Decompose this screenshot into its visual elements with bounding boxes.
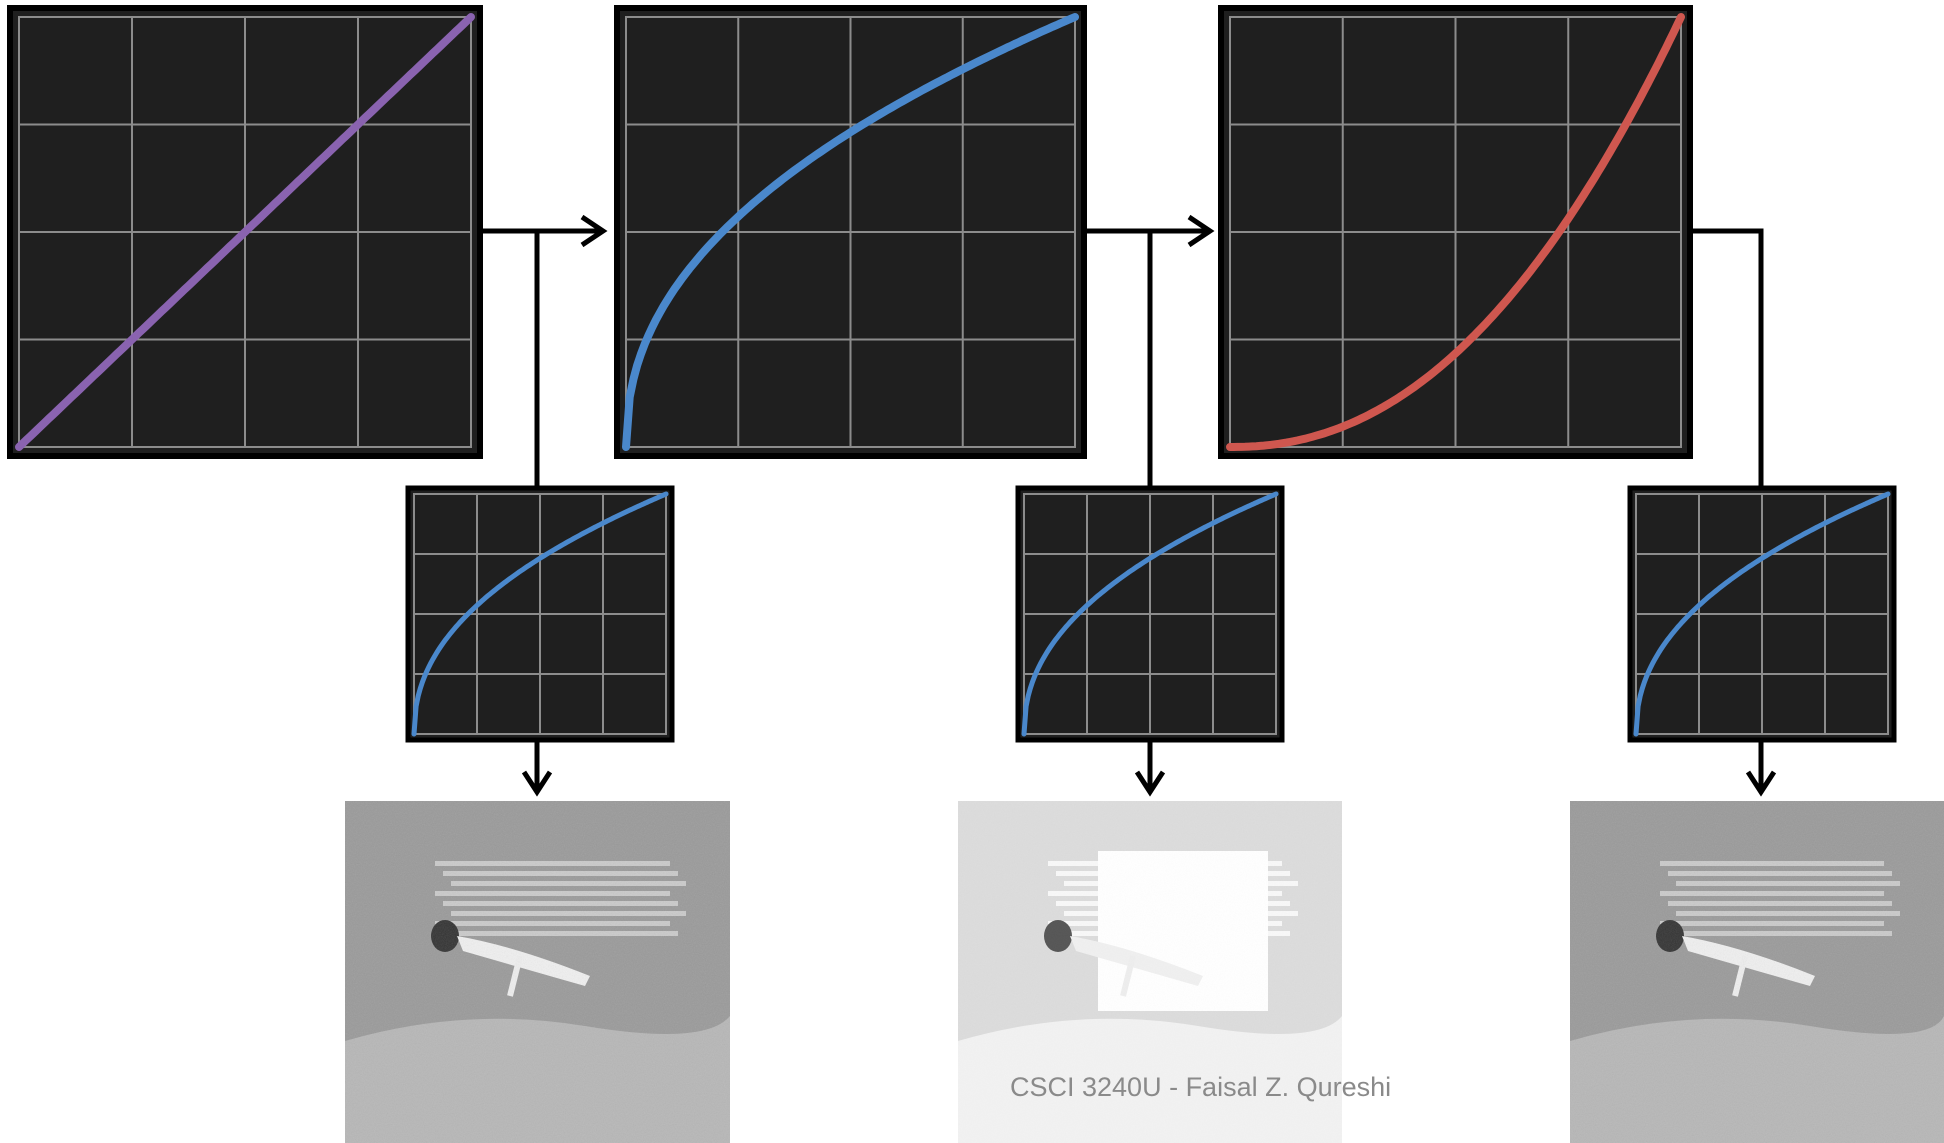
curve-series-line [1021, 491, 1279, 737]
arrowhead-plot2 [580, 214, 608, 248]
photo-1 [345, 801, 730, 1143]
curve-series-line [1633, 491, 1891, 737]
plot-inner-border [1229, 16, 1682, 448]
curve-plot-3 [1218, 5, 1693, 459]
plot-inner-border [413, 493, 667, 735]
photo-2 [958, 801, 1342, 1143]
curve-series-line [622, 13, 1079, 451]
photo-texture [958, 801, 1342, 1143]
curve-plot-2 [614, 5, 1087, 459]
curve-series-line [411, 491, 669, 737]
arrow-plot3-to-small3 [1693, 228, 1764, 490]
arrowhead-photo1 [521, 770, 553, 797]
plot-inner-border [1635, 493, 1889, 735]
curve-plot-1 [7, 5, 483, 459]
curve-plot-5 [1015, 485, 1285, 743]
photo-row [345, 801, 1944, 1143]
photo-texture [345, 801, 730, 1143]
curve-plots [7, 5, 1897, 743]
curve-series-line [1226, 13, 1685, 451]
footer-credit: CSCI 3240U - Faisal Z. Qureshi [1010, 1072, 1392, 1102]
arrowhead-photo3 [1745, 770, 1777, 797]
plot-inner-border [1023, 493, 1277, 735]
arrowhead-photo2 [1134, 770, 1166, 797]
plot-inner-border [18, 16, 472, 448]
plot-inner-border [625, 16, 1076, 448]
photo-3 [1570, 801, 1944, 1143]
photo-texture [1570, 801, 1944, 1143]
curve-plot-4 [405, 485, 675, 743]
arrowhead-plot3 [1187, 214, 1215, 248]
curve-plot-6 [1627, 485, 1897, 743]
curve-series-line [15, 13, 475, 451]
connector-arrows [474, 214, 1777, 797]
